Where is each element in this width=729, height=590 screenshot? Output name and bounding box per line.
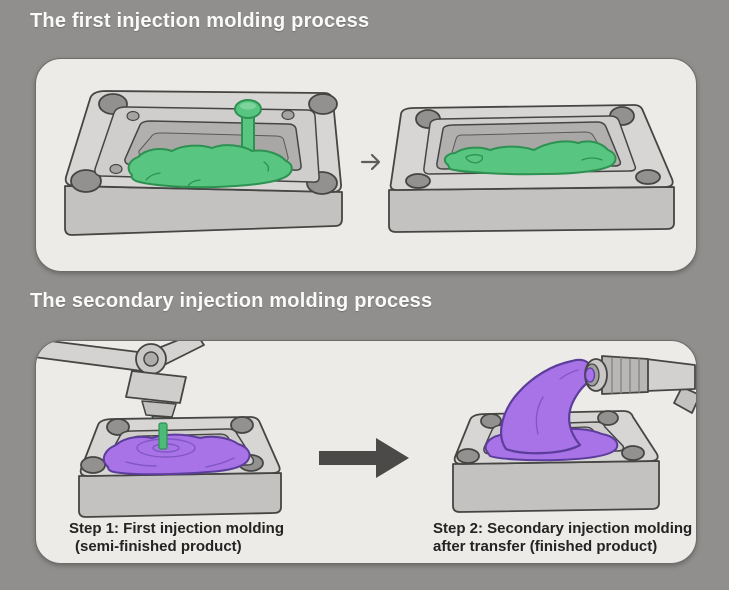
secondary-process-panel: Step 1: First injection molding (semi-fi… [35,340,697,564]
green-finished-part [443,140,617,176]
mold-step1-illustration [78,416,282,518]
step2-caption: Step 2: Secondary injection molding afte… [433,520,692,556]
nozzle-barrel [645,358,696,392]
step2-caption-line2: after transfer (finished product) [433,538,658,555]
first-process-title: The first injection molding process [30,10,370,32]
mold-front-face [388,186,675,233]
purple-plume-fold-lines [535,369,579,435]
nozzle-collar-ridges [611,357,640,394]
step1-caption-line1: Step 1: First injection molding [69,520,285,537]
first-process-panel [35,58,697,272]
arm-pivot-center [143,351,159,367]
green-part-detail-lines [145,161,270,187]
mold-corner-bolt-holes [456,410,645,464]
arm-upper-segment [36,341,147,372]
sprue-knob-highlight [240,102,256,110]
nozzle-tip-purple-outlet [584,367,596,383]
mold-corner-bolt-holes [70,93,338,195]
mold-step2-illustration [452,355,696,513]
mold-front-face [78,472,282,518]
transfer-arrow-icon [319,438,409,478]
nozzle-arm-elbow [673,386,696,414]
step2-caption-line1: Step 2: Secondary injection molding [433,520,693,537]
mold-front-face [64,185,343,236]
step1-caption: Step 1: First injection molding (semi-fi… [69,520,284,556]
green-molded-part [127,144,293,189]
first-process-illustration [64,90,675,236]
secondary-process-title: The secondary injection molding process [30,290,433,312]
secondary-process-illustration [36,341,696,518]
mold-corner-bolt-holes [405,106,661,189]
demolded-part-illustration [388,104,675,233]
injector-mount-block [125,370,187,404]
nozzle-ribbed-collar [601,355,649,395]
green-injection-stream [158,422,168,450]
nozzle-illustration [584,355,696,414]
purple-material-pool [102,433,251,476]
injector-neck [141,400,177,418]
mold-front-face [452,460,660,513]
green-part-detail-lines [465,154,603,164]
step1-caption-line2: (semi-finished product) [75,538,242,555]
injection-arm-illustration [36,341,205,426]
mold-with-sprue-illustration [64,90,343,236]
step-arrow-icon [360,153,381,171]
